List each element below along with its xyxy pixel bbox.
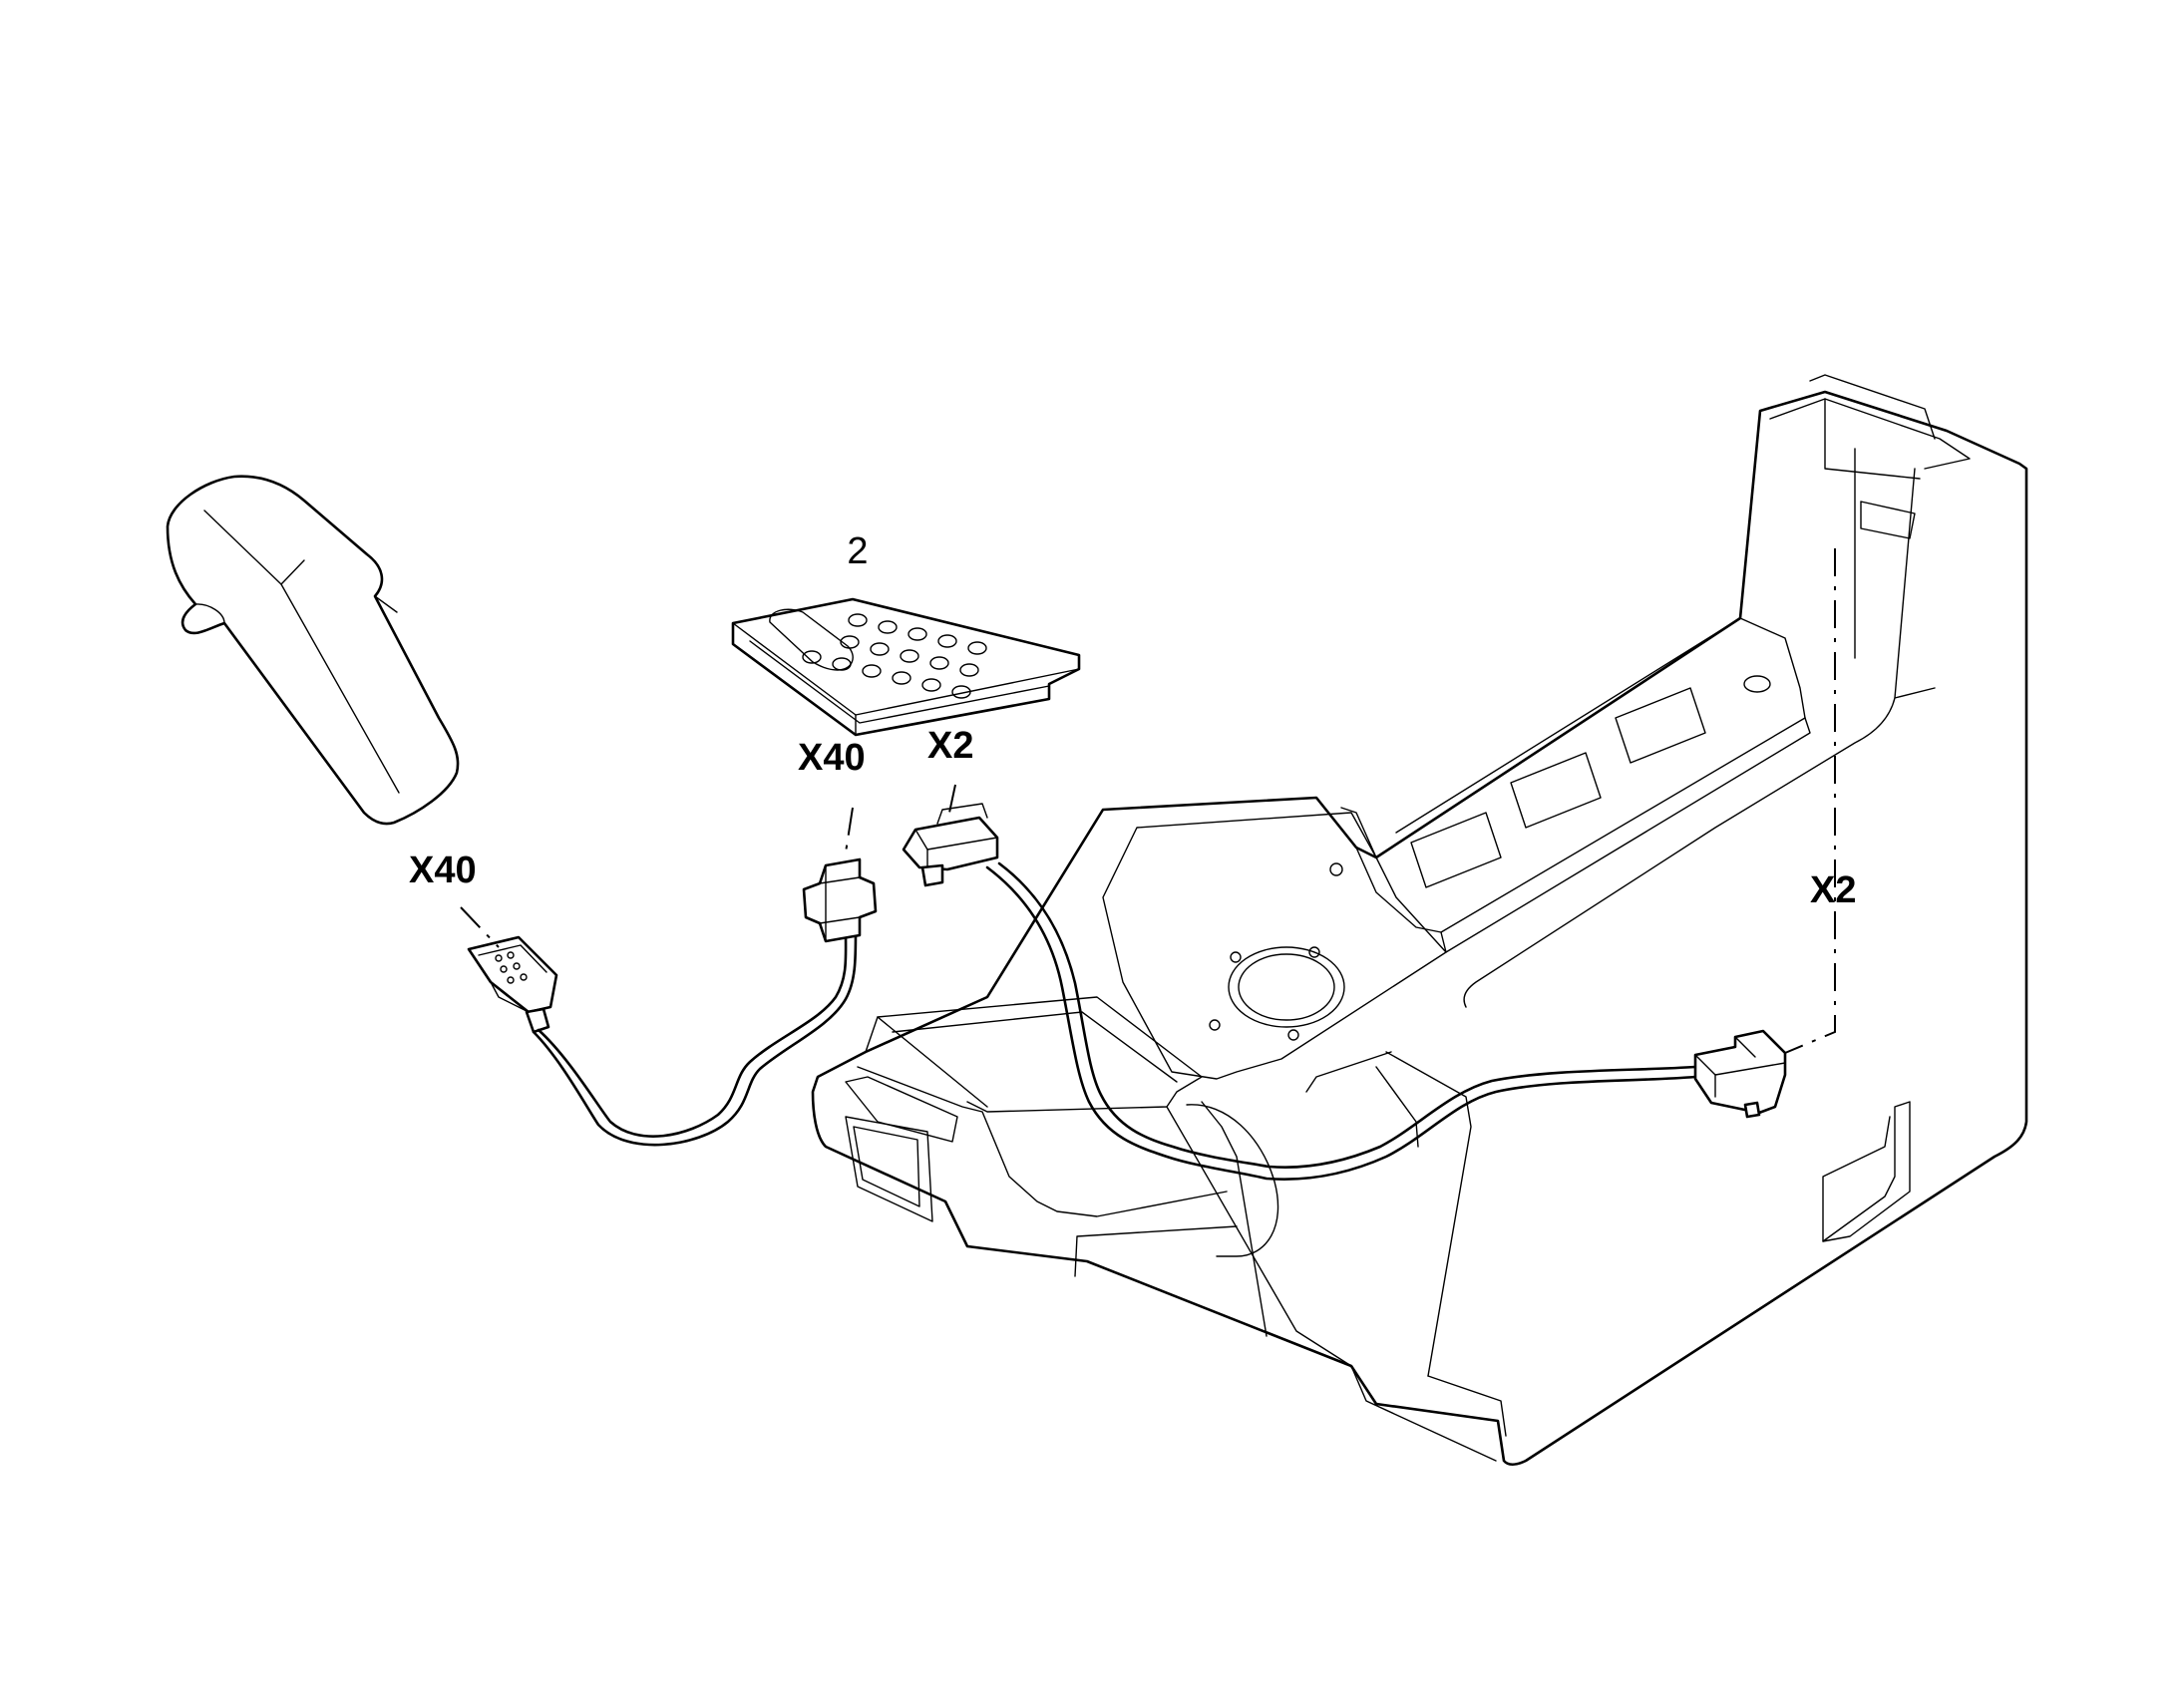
keypad-key bbox=[908, 627, 927, 641]
connector-x2-keypad bbox=[902, 803, 999, 887]
keypad-key bbox=[832, 657, 852, 671]
armrest-cover bbox=[166, 475, 460, 826]
connector-x40-keypad bbox=[802, 857, 878, 943]
keypad-key bbox=[848, 613, 868, 627]
leader-keypad-x2 bbox=[948, 784, 956, 814]
cable-x40 bbox=[537, 930, 848, 1138]
keypad-key bbox=[937, 634, 957, 648]
keypad-key bbox=[959, 663, 979, 677]
keypad-key bbox=[892, 671, 911, 685]
keypad-keys bbox=[802, 613, 987, 699]
keypad-key bbox=[951, 685, 971, 699]
keypad-module bbox=[731, 597, 1081, 737]
keypad-key bbox=[967, 641, 987, 655]
label-x40-armrest: X40 bbox=[409, 850, 477, 891]
console-housing bbox=[811, 374, 2028, 1467]
leader-armrest bbox=[460, 906, 500, 948]
keypad-key bbox=[840, 635, 860, 649]
cable-x2 bbox=[985, 865, 1697, 1181]
keypad-rocker bbox=[769, 608, 854, 671]
leader-keypad-x40 bbox=[845, 807, 854, 854]
keypad-key bbox=[929, 656, 949, 670]
keypad-key bbox=[802, 650, 822, 664]
label-x40-keypad: X40 bbox=[798, 737, 866, 779]
label-x2-console: X2 bbox=[1810, 869, 1856, 911]
keypad-key bbox=[900, 649, 919, 663]
keypad-key bbox=[921, 678, 941, 692]
leader-console-x2 bbox=[1784, 548, 1836, 1054]
keypad-key bbox=[870, 642, 890, 656]
part-number-2: 2 bbox=[847, 530, 868, 572]
connector-x2-console bbox=[1693, 1029, 1787, 1119]
connector-x40-armrest bbox=[467, 935, 558, 1034]
label-x2-keypad: X2 bbox=[927, 725, 973, 767]
keypad-key bbox=[862, 664, 882, 678]
keypad-key bbox=[878, 620, 898, 634]
